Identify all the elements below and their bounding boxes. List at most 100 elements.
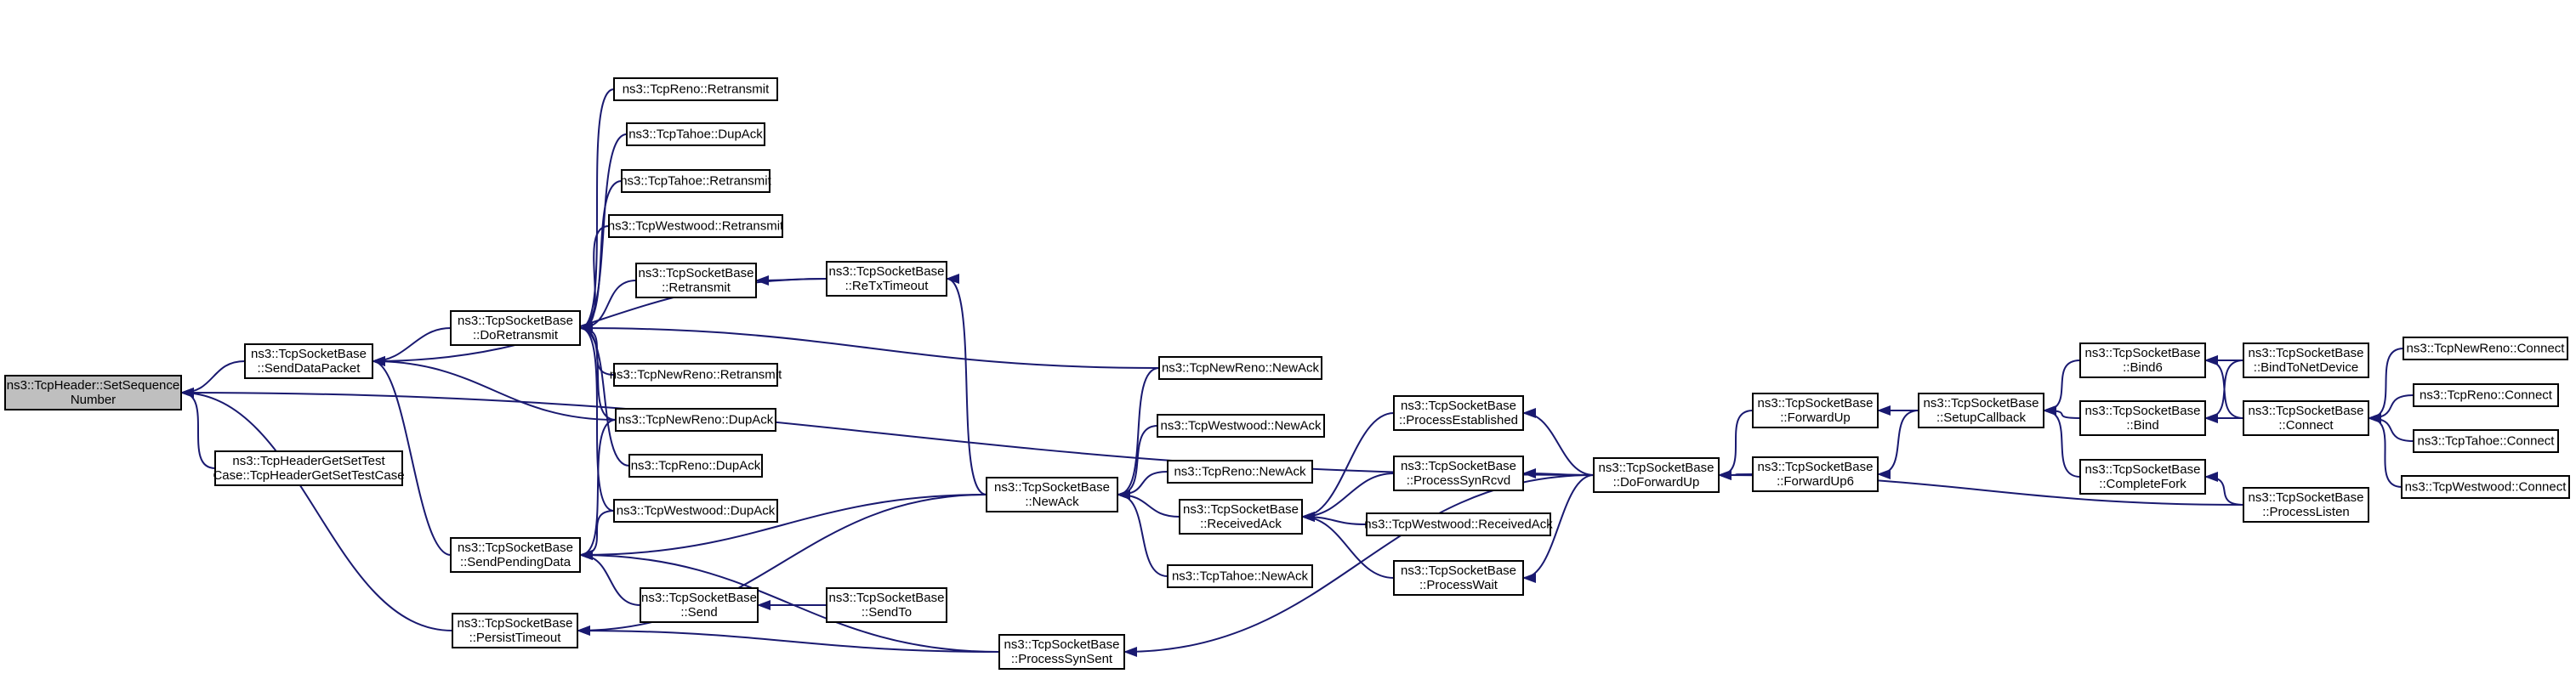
node-box [613, 77, 778, 101]
edge-line [1301, 412, 1395, 522]
node-ns3-tcpnewreno-connect[interactable]: ns3::TcpNewReno::Connect [2403, 337, 2568, 360]
edge-line [579, 550, 641, 606]
node-box [214, 450, 403, 486]
node-label: ::SendPendingData [460, 555, 571, 569]
node-ns3-tcpsocketbase-bindtonetdevice[interactable]: ns3::TcpSocketBase::BindToNetDevice [2243, 342, 2369, 378]
edge-line [946, 274, 987, 495]
node-ns3-tcpsocketbase-connect[interactable]: ns3::TcpSocketBase::Connect [2243, 400, 2369, 436]
node-label: ::Bind [2126, 418, 2158, 433]
node-box [1752, 456, 1879, 492]
node-ns3-tcpsocketbase-sendto[interactable]: ns3::TcpSocketBase::SendTo [826, 587, 947, 623]
edge-n17-to-n5 [579, 494, 987, 560]
node-ns3-tcpsocketbase-receivedack[interactable]: ns3::TcpSocketBase::ReceivedAck [1179, 499, 1303, 535]
node-ns3-tcpsocketbase-processsynsent[interactable]: ns3::TcpSocketBase::ProcessSynSent [998, 634, 1125, 670]
node-label: ns3::TcpTahoe::Connect [2418, 434, 2556, 449]
node-box [2243, 400, 2369, 436]
node-box [2243, 342, 2369, 378]
node-ns3-tcpnewreno-dupack[interactable]: ns3::TcpNewReno::DupAck [615, 408, 776, 432]
node-box [2401, 475, 2570, 499]
node-ns3-tcpwestwood-connect[interactable]: ns3::TcpWestwood::Connect [2401, 475, 2570, 499]
node-ns3-tcpsocketbase-bind6[interactable]: ns3::TcpSocketBase::Bind6 [2079, 342, 2206, 378]
node-box [640, 587, 759, 623]
node-ns3-tcpsocketbase-senddatapacket[interactable]: ns3::TcpSocketBase::SendDataPacket [244, 343, 373, 379]
node-ns3-tcpsocketbase-processsynrcvd[interactable]: ns3::TcpSocketBase::ProcessSynRcvd [1393, 456, 1524, 491]
node-ns3-tcpreno-connect[interactable]: ns3::TcpReno::Connect [2413, 383, 2559, 407]
node-ns3-tcpsocketbase-completefork[interactable]: ns3::TcpSocketBase::CompleteFork [2079, 459, 2206, 495]
node-ns3-tcpsocketbase-processlisten[interactable]: ns3::TcpSocketBase::ProcessListen [2243, 487, 2369, 523]
node-box [1393, 560, 1524, 596]
edge-line [2368, 413, 2403, 488]
edge-line [2368, 348, 2404, 423]
edge-line [372, 356, 617, 421]
node-ns3-tcpwestwood-newack[interactable]: ns3::TcpWestwood::NewAck [1157, 414, 1325, 438]
edge-n6-to-n4 [579, 88, 615, 333]
node-box [4, 375, 182, 410]
node-ns3-tcpreno-newack[interactable]: ns3::TcpReno::NewAck [1167, 460, 1313, 484]
node-ns3-tcptahoe-dupack[interactable]: ns3::TcpTahoe::DupAck [626, 122, 765, 146]
node-ns3-tcpnewreno-retransmit[interactable]: ns3::TcpNewReno::Retransmit [610, 363, 782, 387]
node-ns3-tcpwestwood-dupack[interactable]: ns3::TcpWestwood::DupAck [613, 499, 778, 523]
edge-n16-to-n10 [755, 275, 827, 286]
edge-n29-to-n0 [180, 388, 1595, 476]
node-label: ns3::TcpSocketBase [458, 314, 573, 328]
node-ns3-tcpsocketbase-setupcallback[interactable]: ns3::TcpSocketBase::SetupCallback [1918, 393, 2044, 428]
edge-n14-to-n4 [579, 323, 615, 512]
edge-line [2043, 359, 2081, 416]
node-box [1593, 457, 1720, 493]
node-ns3-tcpsocketbase-retxtimeout[interactable]: ns3::TcpSocketBase::ReTxTimeout [826, 261, 947, 297]
node-ns3-tcptahoe-retransmit[interactable]: ns3::TcpTahoe::Retransmit [620, 169, 772, 193]
node-label: ns3::TcpWestwood::Connect [2405, 480, 2567, 495]
edge-n29-to-n25 [1522, 408, 1595, 476]
node-box [998, 634, 1125, 670]
node-label: ::Send [680, 605, 717, 620]
node-label: ns3::TcpSocketBase [458, 541, 573, 555]
node-label: Case::TcpHeaderGetSetTestCase [213, 468, 404, 483]
edge-line [2204, 359, 2244, 423]
node-ns3-tcpsocketbase-persisttimeout[interactable]: ns3::TcpSocketBase::PersistTimeout [452, 613, 578, 648]
node-label: ns3::TcpReno::DupAck [631, 459, 761, 473]
node-label: ns3::TcpSocketBase [1401, 459, 1516, 473]
node-ns3-tcpreno-retransmit[interactable]: ns3::TcpReno::Retransmit [613, 77, 778, 101]
node-ns3-tcpnewreno-newack[interactable]: ns3::TcpNewReno::NewAck [1158, 356, 1322, 380]
node-label: ns3::TcpNewReno::Connect [2407, 342, 2566, 356]
node-label: ns3::TcpSocketBase [994, 480, 1110, 495]
node-label: ::CompleteFork [2099, 477, 2186, 491]
node-label: ns3::TcpHeader::SetSequence [7, 378, 179, 393]
node-ns3-tcpsocketbase-doretransmit[interactable]: ns3::TcpSocketBase::DoRetransmit [450, 310, 581, 346]
node-ns3-tcpsocketbase-newack[interactable]: ns3::TcpSocketBase::NewAck [986, 477, 1118, 512]
node-ns3-tcpsocketbase-forwardup6[interactable]: ns3::TcpSocketBase::ForwardUp6 [1752, 456, 1879, 492]
node-ns3-tcpsocketbase-processestablished[interactable]: ns3::TcpSocketBase::ProcessEstablished [1393, 395, 1524, 431]
node-ns3-tcpsocketbase-retransmit[interactable]: ns3::TcpSocketBase::Retransmit [635, 263, 757, 298]
edge-n5-to-n1 [372, 356, 452, 556]
node-ns3-tcpsocketbase-forwardup[interactable]: ns3::TcpSocketBase::ForwardUp [1752, 393, 1879, 428]
node-label: ns3::TcpSocketBase [829, 591, 945, 605]
edge-line [372, 356, 452, 556]
node-ns3-tcpheadergetsettest-case-tcpheadergetsettestcase[interactable]: ns3::TcpHeaderGetSetTestCase::TcpHeaderG… [213, 450, 405, 486]
node-ns3-tcpsocketbase-doforwardup[interactable]: ns3::TcpSocketBase::DoForwardUp [1593, 457, 1720, 493]
node-label: ::DoForwardUp [1613, 475, 1700, 490]
edge-n8-to-n4 [579, 180, 623, 333]
node-ns3-tcpreno-dupack[interactable]: ns3::TcpReno::DupAck [628, 454, 763, 478]
node-label: ns3::TcpTahoe::Retransmit [620, 174, 771, 189]
node-ns3-tcpsocketbase-send[interactable]: ns3::TcpSocketBase::Send [640, 587, 759, 623]
node-label: ::PersistTimeout [469, 631, 562, 645]
node-ns3-tcpwestwood-retransmit[interactable]: ns3::TcpWestwood::Retransmit [608, 214, 784, 238]
node-box [626, 122, 765, 146]
node-label: ns3::TcpReno::NewAck [1174, 465, 1306, 479]
node-label: ::SendDataPacket [258, 361, 361, 376]
node-label: ::ProcessSynSent [1011, 652, 1113, 666]
edge-n20-to-n17 [1117, 367, 1160, 500]
edge-line [1301, 512, 1395, 579]
node-ns3-tcpwestwood-receivedack[interactable]: ns3::TcpWestwood::ReceivedAck [1364, 512, 1553, 536]
node-ns3-tcpsocketbase-bind[interactable]: ns3::TcpSocketBase::Bind [2079, 400, 2206, 436]
node-label: ns3::TcpSocketBase [641, 591, 757, 605]
node-ns3-tcptahoe-connect[interactable]: ns3::TcpTahoe::Connect [2413, 429, 2559, 453]
node-ns3-tcpsocketbase-sendpendingdata[interactable]: ns3::TcpSocketBase::SendPendingData [450, 537, 581, 573]
node-label: ::Bind6 [2123, 360, 2163, 375]
node-ns3-tcpsocketbase-processwait[interactable]: ns3::TcpSocketBase::ProcessWait [1393, 560, 1524, 596]
node-ns3-tcptahoe-newack[interactable]: ns3::TcpTahoe::NewAck [1167, 564, 1313, 588]
node-box [244, 343, 373, 379]
edge-line [1117, 367, 1160, 500]
